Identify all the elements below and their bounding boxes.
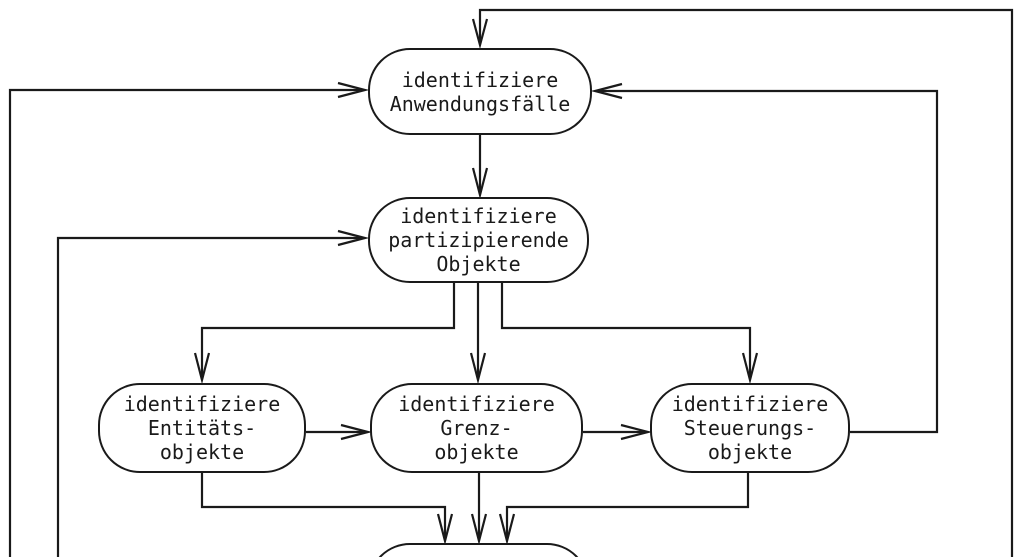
node-label-line: Grenz- bbox=[440, 416, 513, 440]
node-identify-entity-objects: identifiziere Entitäts- objekte bbox=[98, 383, 306, 473]
arrowhead-down-icon bbox=[193, 352, 211, 385]
edge-objects-to-boundary bbox=[469, 283, 487, 385]
node-label-line: objekte bbox=[434, 440, 519, 464]
node-identify-boundary-objects: identifiziere Grenz- objekte bbox=[370, 383, 583, 473]
node-label-line: identifiziere bbox=[401, 67, 559, 92]
arrowhead-down-icon bbox=[471, 18, 489, 50]
arrowhead-right-icon bbox=[620, 423, 653, 441]
arrowhead-down-icon bbox=[436, 513, 454, 546]
node-label-line: identifiziere bbox=[123, 392, 281, 416]
arrowhead-down-icon bbox=[741, 352, 759, 385]
node-label-line: Anwendungsfälle bbox=[389, 91, 571, 116]
node-label-line: Objekte bbox=[436, 252, 521, 276]
edge-objects-to-entity bbox=[193, 283, 456, 385]
arrowhead-right-icon bbox=[337, 81, 370, 99]
edge-loop-to-objects-left bbox=[56, 229, 370, 557]
node-label-line: partizipierende bbox=[388, 228, 569, 252]
node-identify-use-cases: identifiziere Anwendungsfälle bbox=[368, 48, 592, 135]
node-label-line: Entitäts- bbox=[147, 416, 257, 440]
node-label-line: objekte bbox=[159, 440, 245, 464]
node-label-line: identifiziere bbox=[400, 204, 557, 228]
node-label-line: identifiziere bbox=[398, 392, 555, 416]
edge-control-to-usecases bbox=[590, 82, 939, 434]
edge-entity-to-boundary bbox=[306, 423, 373, 441]
edge-boundary-to-control bbox=[583, 423, 653, 441]
edge-loop-to-usecases-left bbox=[8, 81, 370, 557]
arrowhead-left-icon bbox=[590, 82, 623, 100]
edge-boundary-to-bottom bbox=[470, 473, 488, 546]
arrowhead-down-icon bbox=[470, 513, 488, 546]
edge-usecases-to-objects bbox=[471, 135, 489, 200]
edge-objects-to-control bbox=[500, 283, 759, 385]
edge-entity-to-bottom bbox=[200, 473, 454, 546]
edge-loop-to-usecases-top bbox=[471, 8, 1014, 557]
node-label-line: objekte bbox=[707, 440, 793, 464]
node-partial-bottom bbox=[368, 543, 589, 557]
arrowhead-down-icon bbox=[498, 513, 516, 546]
node-label-line: Steuerungs- bbox=[683, 416, 817, 440]
arrowhead-right-icon bbox=[337, 229, 370, 247]
node-identify-participating-objects: identifiziere partizipierende Objekte bbox=[368, 197, 589, 283]
edge-control-to-bottom bbox=[498, 473, 750, 546]
arrowhead-down-icon bbox=[469, 352, 487, 385]
node-identify-control-objects: identifiziere Steuerungs- objekte bbox=[650, 383, 850, 473]
node-label-line: identifiziere bbox=[671, 392, 829, 416]
arrowhead-down-icon bbox=[471, 167, 489, 200]
arrowhead-right-icon bbox=[340, 423, 373, 441]
